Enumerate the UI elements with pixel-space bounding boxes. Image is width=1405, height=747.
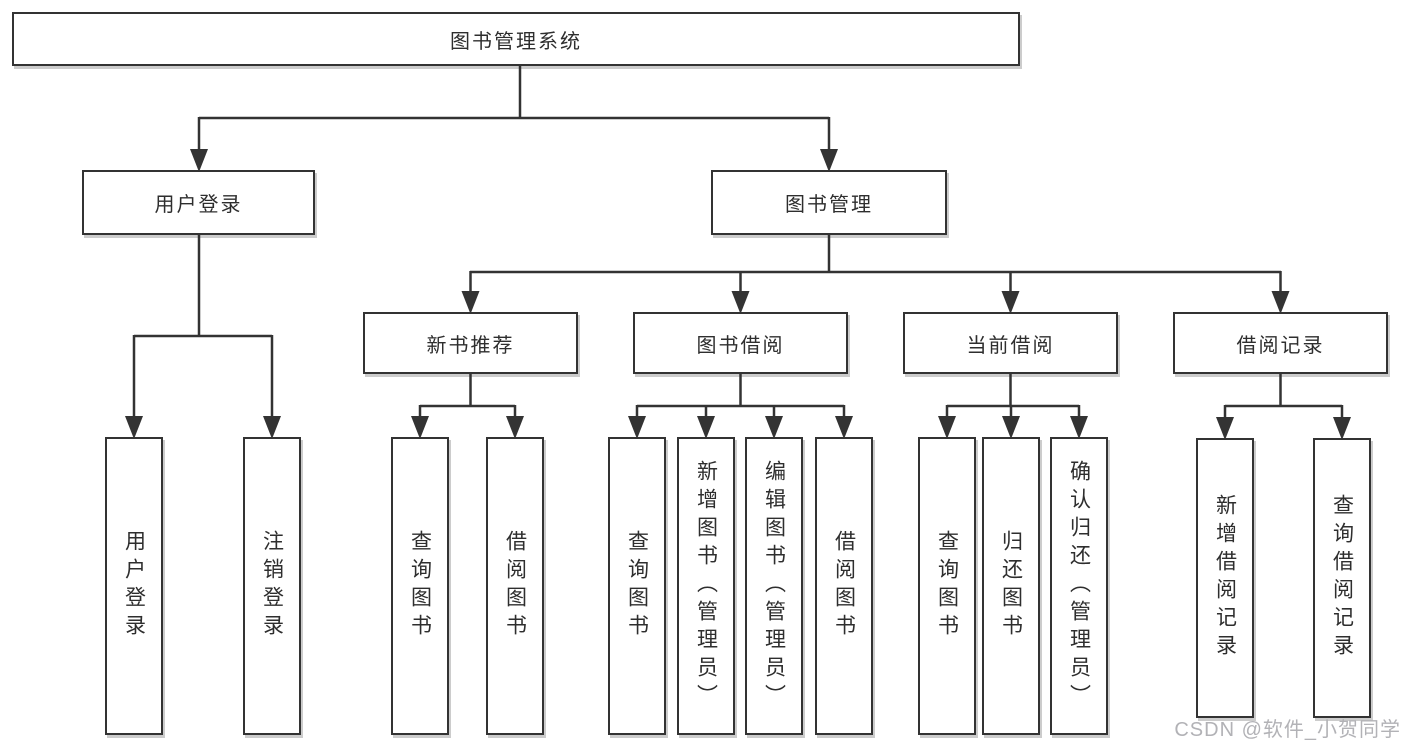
node-label: 归还图书 <box>999 530 1023 642</box>
node-label: 当前借阅 <box>966 334 1055 357</box>
leaf-logout: 注销登录 <box>243 437 301 735</box>
node-label: 新增借阅记录 <box>1213 494 1237 662</box>
leaf-confirm-return-admin: 确认归还（管理员） <box>1050 437 1108 735</box>
node-label: 图书管理系统 <box>450 30 582 53</box>
node-label: 用户登录 <box>122 530 146 642</box>
leaf-add-borrow-record: 新增借阅记录 <box>1196 438 1254 718</box>
node-label: 注销登录 <box>260 530 284 642</box>
leaf-edit-books-admin: 编辑图书（管理员） <box>745 437 803 735</box>
node-label: 图书管理 <box>785 194 873 216</box>
leaf-query-books: 查询图书 <box>608 437 666 735</box>
leaf-borrow-books: 借阅图书 <box>486 437 544 735</box>
node-label: 查询借阅记录 <box>1330 494 1354 662</box>
node-book-management: 图书管理 <box>711 170 947 235</box>
node-new-book-recommendation: 新书推荐 <box>363 312 578 374</box>
node-label: 查询图书 <box>625 530 649 642</box>
leaf-return-books: 归还图书 <box>982 437 1040 735</box>
node-user-login: 用户登录 <box>82 170 315 235</box>
leaf-query-books: 查询图书 <box>391 437 449 735</box>
node-label: 新书推荐 <box>426 334 515 357</box>
node-label: 借阅图书 <box>503 530 527 642</box>
node-borrowing-records: 借阅记录 <box>1173 312 1388 374</box>
csdn-watermark: CSDN @软件_小贺同学 <box>1174 719 1401 741</box>
node-current-borrowing: 当前借阅 <box>903 312 1118 374</box>
leaf-user-login: 用户登录 <box>105 437 163 735</box>
node-label: 借阅图书 <box>832 530 856 642</box>
leaf-borrow-books: 借阅图书 <box>815 437 873 735</box>
leaf-add-books-admin: 新增图书（管理员） <box>677 437 735 735</box>
node-label: 新增图书（管理员） <box>694 460 718 712</box>
node-root-library-system: 图书管理系统 <box>12 12 1020 66</box>
node-label: 图书借阅 <box>696 334 785 357</box>
node-book-borrowing: 图书借阅 <box>633 312 848 374</box>
leaf-query-books: 查询图书 <box>918 437 976 735</box>
node-label: 借阅记录 <box>1236 334 1325 357</box>
node-label: 编辑图书（管理员） <box>762 460 786 712</box>
node-label: 查询图书 <box>408 530 432 642</box>
node-label: 确认归还（管理员） <box>1067 460 1091 712</box>
node-label: 用户登录 <box>154 194 243 216</box>
node-label: 查询图书 <box>935 530 959 642</box>
leaf-query-borrow-record: 查询借阅记录 <box>1313 438 1371 718</box>
